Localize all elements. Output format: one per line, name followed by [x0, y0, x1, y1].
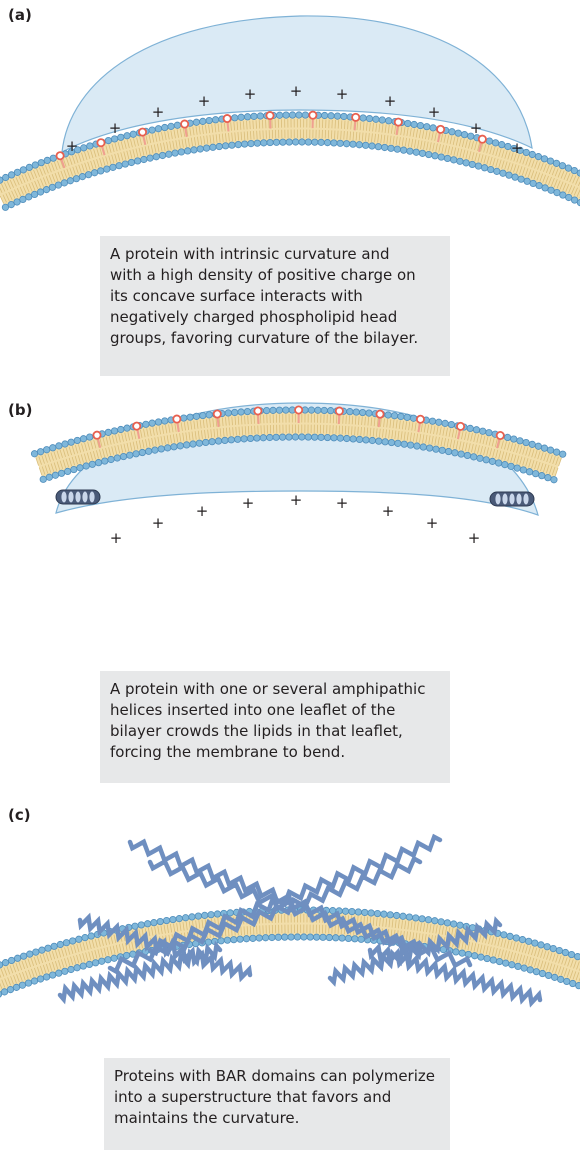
a-charge-1: +	[66, 137, 79, 155]
b-charge-8: +	[426, 514, 439, 532]
a-charge-2: +	[109, 119, 122, 137]
caption-b: A protein with one or several amphipathi…	[100, 671, 450, 783]
caption-a-line-1: A protein with intrinsic curvature and	[110, 244, 440, 265]
caption-a: A protein with intrinsic curvature and w…	[100, 236, 450, 376]
membrane-diagram-b: + + + + + + + + +	[0, 395, 580, 685]
caption-a-line-5: groups, favoring curvature of the bilaye…	[110, 328, 440, 349]
caption-a-line-2: with a high density of positive charge o…	[110, 265, 440, 286]
c-bilayer	[0, 907, 580, 1016]
b-charge-7: +	[382, 502, 395, 520]
b-charge-4: +	[242, 494, 255, 512]
a-charge-7: +	[336, 85, 349, 103]
caption-c-line-3: maintains the curvature.	[114, 1108, 440, 1129]
a-charge-11: +	[511, 139, 524, 157]
b-positive-charges: + + + + + + + + +	[110, 491, 481, 547]
b-charge-5: +	[290, 491, 303, 509]
panel-b: (b) +++++++++ A protein with one or seve…	[0, 395, 580, 765]
membrane-diagram-c	[0, 800, 580, 1070]
caption-b-line-1: A protein with one or several amphipathi…	[110, 679, 440, 700]
b-amphipathic-helix-2	[490, 492, 534, 506]
a-charge-6: +	[290, 82, 303, 100]
caption-a-line-3: its concave surface interacts with	[110, 286, 440, 307]
caption-a-line-4: negatively charged phospholipid head	[110, 307, 440, 328]
a-charge-8: +	[384, 92, 397, 110]
caption-b-line-2: helices inserted into one leaflet of the	[110, 700, 440, 721]
b-charge-2: +	[152, 514, 165, 532]
a-charge-5: +	[244, 85, 257, 103]
caption-c: Proteins with BAR domains can polymerize…	[104, 1058, 450, 1150]
b-charge-6: +	[336, 494, 349, 512]
a-charge-4: +	[198, 92, 211, 110]
b-amphipathic-helix-1	[56, 490, 100, 504]
panel-a: (a) +++++++++++ A protein with intrinsic…	[0, 0, 580, 380]
panel-c: (c) Proteins with BAR domains can polyme…	[0, 800, 580, 1157]
caption-c-line-1: Proteins with BAR domains can polymerize	[114, 1066, 440, 1087]
caption-b-line-3: bilayer crowds the lipids in that leafle…	[110, 721, 440, 742]
caption-b-line-4: forcing the membrane to bend.	[110, 742, 440, 763]
a-charge-3: +	[152, 103, 165, 121]
a-charge-9: +	[428, 103, 441, 121]
b-charge-3: +	[196, 502, 209, 520]
b-charge-1: +	[110, 529, 123, 547]
caption-c-line-2: into a superstructure that favors and	[114, 1087, 440, 1108]
a-charge-10: +	[470, 119, 483, 137]
b-charge-9: +	[468, 529, 481, 547]
